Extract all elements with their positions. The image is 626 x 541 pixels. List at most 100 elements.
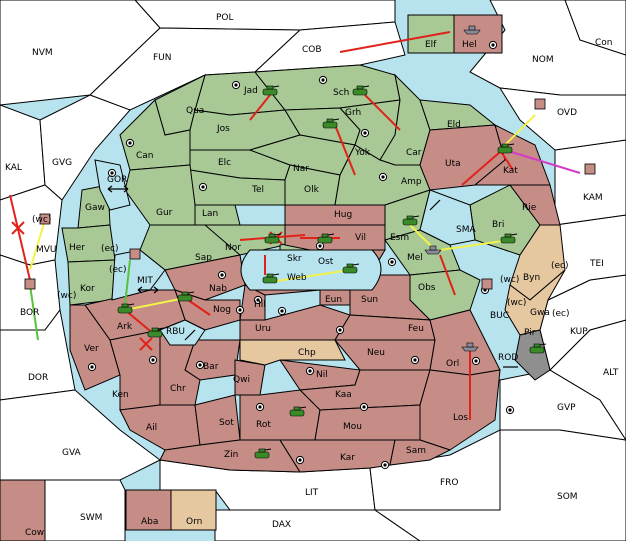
order-arrow <box>124 259 131 306</box>
region-ovd[interactable] <box>499 87 626 151</box>
label-nor: Nor <box>225 243 241 253</box>
label-fro: FRO <box>440 478 459 488</box>
order-arrow <box>29 284 39 341</box>
army-unit-icon[interactable] <box>264 233 282 244</box>
supply-center-icon <box>359 402 369 412</box>
label-alt: ALT <box>603 368 619 378</box>
label-sam: Sam <box>406 446 426 456</box>
province-sam[interactable] <box>389 439 452 466</box>
province-nab[interactable] <box>164 254 246 301</box>
label-nvm: NVM <box>32 48 53 58</box>
province-chp[interactable] <box>239 339 346 366</box>
label-gva: GVA <box>62 448 82 458</box>
cut-order-marker <box>139 337 153 351</box>
province-kar[interactable] <box>279 439 396 473</box>
label-byn: Byn <box>523 273 540 283</box>
army-unit-icon[interactable] <box>289 406 307 417</box>
fleet-unit-icon[interactable] <box>424 245 442 255</box>
build-marker-icon[interactable] <box>39 213 51 225</box>
province-rot[interactable] <box>239 389 321 441</box>
order-arrow <box>504 114 536 146</box>
order-arrow <box>461 151 501 186</box>
army-unit-icon[interactable] <box>177 291 195 302</box>
label-kor-ec: (ec) <box>109 265 127 275</box>
label-swm: SWM <box>80 513 102 523</box>
army-unit-icon[interactable] <box>254 448 272 459</box>
region-cow[interactable] <box>0 479 46 541</box>
province-gwa[interactable] <box>504 269 566 336</box>
label-kaa: Kaa <box>335 390 352 400</box>
label-kal: KAL <box>5 163 22 173</box>
fleet-unit-icon[interactable] <box>463 25 481 35</box>
supply-center-icon <box>107 168 117 178</box>
label-gwa-wc: (wc) <box>507 298 526 308</box>
build-marker-icon[interactable] <box>534 98 546 110</box>
label-ovd: OVD <box>557 108 577 118</box>
label-rot: Rot <box>256 420 271 430</box>
label-nog: Nog <box>213 305 231 315</box>
army-unit-icon[interactable] <box>262 273 280 284</box>
label-pol: POL <box>216 13 234 23</box>
label-lit: LIT <box>305 488 319 498</box>
army-unit-icon[interactable] <box>117 303 135 314</box>
province-pir[interactable] <box>514 329 551 381</box>
label-bri-wc: (wc) <box>500 275 519 285</box>
label-nom: NOM <box>532 55 554 65</box>
label-nab: Nab <box>209 284 227 294</box>
supply-center-icon <box>360 128 370 138</box>
sea-sma-inlet[interactable] <box>419 189 476 246</box>
label-ark: Ark <box>117 322 133 332</box>
army-unit-icon[interactable] <box>262 85 280 96</box>
neutral-provinces <box>239 224 566 381</box>
label-tel: Tel <box>251 185 264 195</box>
army-unit-icon[interactable] <box>322 118 340 129</box>
label-neu: Neu <box>367 348 385 358</box>
region-kal[interactable] <box>0 104 46 201</box>
supply-center-icon <box>305 366 315 376</box>
province-mou[interactable] <box>314 404 421 441</box>
build-marker-icon[interactable] <box>24 278 36 290</box>
army-unit-icon[interactable] <box>402 215 420 226</box>
label-her: Her <box>69 243 85 253</box>
army-unit-icon[interactable] <box>342 263 360 274</box>
label-grh: Grh <box>345 108 361 118</box>
label-uru: Uru <box>255 324 271 334</box>
army-unit-icon[interactable] <box>147 327 165 338</box>
army-unit-icon[interactable] <box>317 233 335 244</box>
province-orn[interactable] <box>170 489 217 531</box>
province-los[interactable] <box>419 369 501 451</box>
army-unit-icon[interactable] <box>529 343 547 354</box>
region-dax[interactable] <box>214 509 421 541</box>
label-eun: Eun <box>325 295 342 305</box>
sea-rbu-inlet[interactable] <box>159 319 206 346</box>
province-elf[interactable] <box>407 14 455 54</box>
build-marker-icon[interactable] <box>481 278 493 290</box>
region-con[interactable] <box>564 0 626 56</box>
supply-center-icon <box>217 270 227 280</box>
province-her[interactable] <box>61 224 116 263</box>
region-kam[interactable] <box>554 139 626 226</box>
label-gvg: GVG <box>52 158 72 168</box>
build-marker-icon[interactable] <box>584 163 596 175</box>
sea-gor-inlet[interactable] <box>94 159 131 211</box>
army-unit-icon[interactable] <box>352 85 370 96</box>
order-arrow <box>339 31 451 53</box>
build-marker-icon[interactable] <box>129 248 141 260</box>
units <box>24 25 596 459</box>
region-cob[interactable] <box>253 21 406 73</box>
sea-lake-water <box>252 255 372 285</box>
label-bri: Bri <box>492 220 504 230</box>
label-kor-wc: (wc) <box>57 291 76 301</box>
label-ail: Ail <box>146 423 157 433</box>
label-kar: Kar <box>340 453 355 463</box>
region-bor[interactable] <box>0 254 61 331</box>
supply-center-icon <box>387 257 397 267</box>
province-mel[interactable] <box>384 229 461 276</box>
army-unit-icon[interactable] <box>500 233 518 244</box>
region-swm[interactable] <box>44 479 126 541</box>
province-aba[interactable] <box>125 489 172 531</box>
fleet-unit-icon[interactable] <box>461 342 479 352</box>
army-unit-icon[interactable] <box>497 143 515 154</box>
